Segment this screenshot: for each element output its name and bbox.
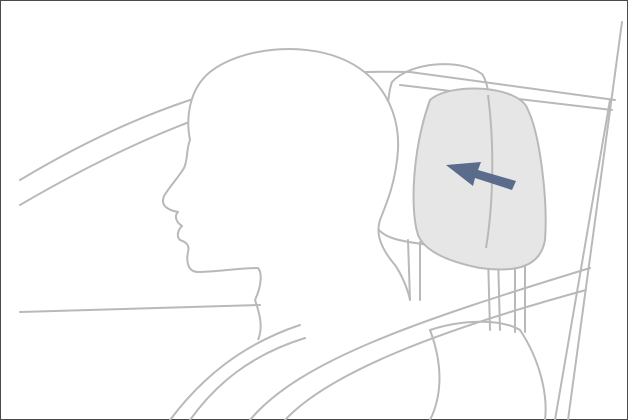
seat-back-right: [520, 330, 546, 420]
seatbelt-lower: [285, 290, 586, 420]
b-pillar-outer: [568, 22, 622, 420]
b-pillar-inner: [555, 100, 610, 420]
window-sill-line: [20, 305, 260, 312]
head-silhouette: [163, 49, 410, 300]
seat-back-left: [430, 330, 439, 420]
